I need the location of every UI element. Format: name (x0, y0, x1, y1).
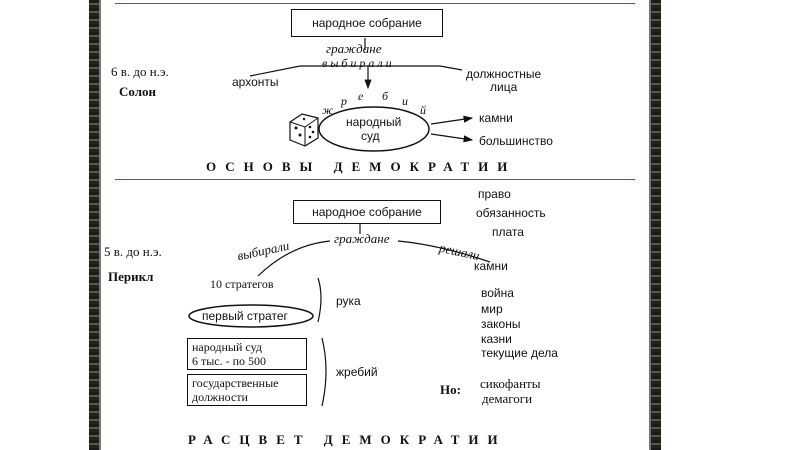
matter-item-1: война (481, 286, 514, 300)
middle-rule (115, 179, 635, 180)
lot-letter-2: р (341, 94, 347, 108)
assembly-box-bottom: народное собрание (293, 200, 441, 224)
strategists-label: 10 стратегов (210, 277, 274, 291)
lot-label-bottom: жребий (336, 365, 378, 379)
stones-label-bottom: камни (474, 259, 508, 273)
heading-top: ОСНОВЫ ДЕМОКРАТИИ (206, 159, 517, 174)
assembly-box-top: народное собрание (291, 9, 443, 37)
matter-item-4: казни (481, 332, 512, 346)
right-list-item-2: обязанность (476, 206, 546, 220)
officials-label-line2: лица (490, 80, 518, 94)
lot-letter-6: й (420, 103, 426, 117)
citizens-label-bottom: граждане (334, 231, 390, 246)
state-offices-box: государственные должности (187, 374, 307, 406)
court-label-top-line2: суд (361, 129, 380, 143)
lot-letter-4: б (382, 89, 389, 103)
state-offices-line2: должности (192, 390, 248, 404)
period-label-bottom: 5 в. до н.э. (104, 244, 162, 259)
period-label-top: 6 в. до н.э. (111, 64, 169, 79)
court-label-bottom-line2: 6 тыс. - по 500 (192, 354, 267, 368)
lot-letter-1: ж (322, 103, 334, 117)
issue-item-2: демагоги (482, 391, 533, 406)
leader-label-top: Солон (119, 84, 157, 99)
stones-label-top: камни (479, 111, 513, 125)
citizens-label-top: граждане (326, 41, 382, 56)
court-box-bottom: народный суд 6 тыс. - по 500 (187, 338, 307, 370)
officials-label-line1: должностные (466, 67, 542, 81)
first-strategist-ellipse (188, 304, 314, 328)
frame-left-border (89, 0, 99, 450)
first-strategist-label: первый стратег (202, 309, 288, 323)
frame-right-border (651, 0, 661, 450)
but-label: Но: (440, 382, 461, 397)
dice-icon (289, 113, 319, 147)
state-offices-line1: государственные (192, 376, 279, 390)
assembly-label-bottom: народное собрание (312, 205, 422, 219)
frame-left-inner (99, 0, 101, 450)
lot-letter-3: е (358, 89, 364, 103)
matter-item-5: текущие дела (481, 346, 558, 360)
court-label-bottom-line1: народный суд (192, 340, 262, 354)
lot-letter-5: и (402, 94, 408, 108)
hand-label: рука (336, 294, 361, 308)
court-ellipse-top (318, 106, 430, 152)
frame-right-inner (649, 0, 651, 450)
elected-label-top: в ы б и р а л и (322, 56, 392, 70)
matter-item-2: мир (481, 302, 503, 316)
matter-item-3: законы (481, 317, 521, 331)
court-label-top-line1: народный (346, 115, 402, 129)
issue-item-1: сикофанты (480, 376, 541, 391)
archons-label: архонты (232, 75, 279, 89)
right-list-item-3: плата (492, 225, 524, 239)
heading-bottom: РАСЦВЕТ ДЕМОКРАТИИ (188, 432, 507, 447)
majority-label: большинство (479, 134, 553, 148)
leader-label-bottom: Перикл (108, 269, 154, 284)
right-list-item-1: право (478, 187, 511, 201)
assembly-label-top: народное собрание (312, 16, 422, 30)
top-rule (115, 3, 635, 4)
